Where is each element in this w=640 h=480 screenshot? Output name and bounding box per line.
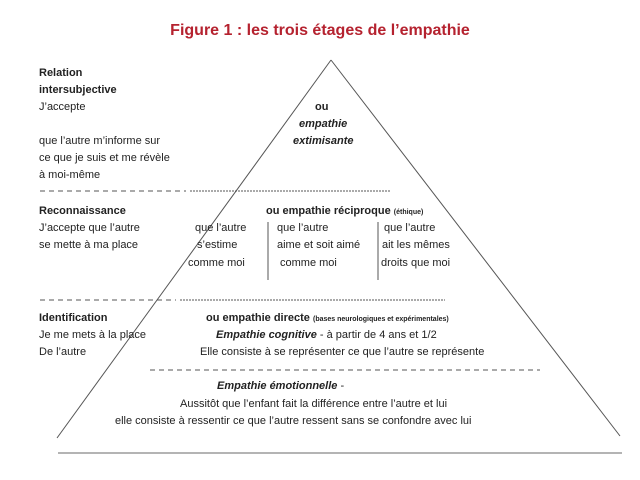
level2-col1: comme moi	[188, 257, 245, 269]
level2-col2: comme moi	[280, 257, 337, 269]
cognitive-empathy-desc: Elle consiste à se représenter ce que l’…	[200, 346, 485, 358]
level1-line: ce que je suis et me révèle	[39, 152, 170, 164]
level1-name: empathie	[299, 118, 348, 130]
emotional-empathy-title: Empathie émotionnelle	[217, 380, 338, 392]
level3-line: Je me mets à la place	[39, 329, 146, 341]
level2-col3: droits que moi	[381, 257, 451, 269]
level3-title-note: (bases neurologiques et expérimentales)	[312, 316, 449, 323]
level2-col2: que l’autre	[277, 222, 329, 234]
cognitive-empathy-note: - à partir de 4 ans et 1/2	[316, 329, 437, 341]
level3-line: De l’autre	[39, 346, 87, 358]
level1-line: à moi-même	[39, 169, 101, 181]
level2-col2: aime et soit aimé	[277, 239, 361, 251]
level1-line: J’accepte	[39, 101, 86, 113]
level2-col3: que l’autre	[384, 222, 436, 234]
level2-col1: s’estime	[197, 239, 238, 251]
level1-heading-2: intersubjective	[39, 84, 117, 96]
pyramid-left-edge	[56, 59, 332, 439]
level2-line: J’accepte que l’autre	[39, 222, 140, 234]
figure-title: Figure 1 : les trois étages de l’empathi…	[170, 22, 470, 39]
level2-heading: Reconnaissance	[39, 205, 126, 217]
level2-line: se mette à ma place	[39, 239, 139, 251]
level1-heading: Relation	[39, 67, 83, 79]
level2-title-note: (éthique)	[393, 209, 424, 216]
level3-title: ou empathie directe (bases neurologiques…	[206, 312, 449, 326]
cognitive-empathy-title: Empathie cognitive	[216, 329, 317, 341]
level2-title-text: ou empathie réciproque	[266, 205, 391, 217]
emotional-empathy-dash: -	[337, 380, 345, 392]
level1-line: que l’autre m’informe sur	[39, 135, 161, 147]
emotional-empathy-desc-2: elle consiste à ressentir ce que l’autre…	[115, 415, 472, 427]
emotional-empathy-desc: Aussitôt que l’enfant fait la différence…	[180, 398, 448, 410]
level1-name-2: extimisante	[293, 135, 354, 147]
cognitive-empathy: Empathie cognitive - à partir de 4 ans e…	[216, 329, 437, 342]
level1-ou: ou	[315, 101, 329, 113]
emotional-empathy: Empathie émotionnelle -	[217, 380, 344, 393]
level2-title: ou empathie réciproque (éthique)	[266, 205, 423, 219]
pyramid-right-edge	[330, 59, 621, 437]
level3-heading: Identification	[39, 312, 108, 324]
level2-col1: que l’autre	[195, 222, 247, 234]
level2-col3: ait les mêmes	[382, 239, 450, 251]
level3-title-text: ou empathie directe	[206, 312, 310, 324]
